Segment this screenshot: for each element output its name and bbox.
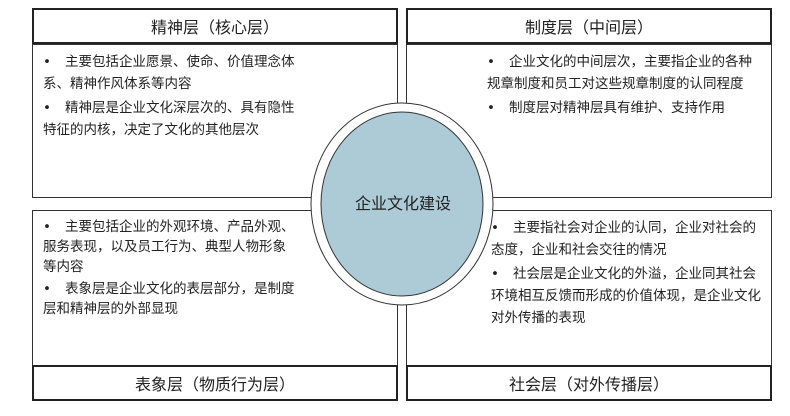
bullet: •企业文化的中间层次，主要指企业的各种规章制度和员工对这些规章制度的认同程度 xyxy=(487,54,752,92)
bullet: •精神层是企业文化深层次的、具有隐性特征的内核，决定了文化的其他层次 xyxy=(43,100,295,138)
bullet: •主要包括企业的外观环境、产品外观、服务表现，以及员工行为、典型人物形象等内容 xyxy=(43,219,295,275)
spiritual-layer-header: 精神层（核心层） xyxy=(32,8,398,44)
bullet: •制度层对精神层具有维护、支持作用 xyxy=(487,100,725,116)
surface-layer-content: •主要包括企业的外观环境、产品外观、服务表现，以及员工行为、典型人物形象等内容 … xyxy=(32,210,398,366)
center-label: 企业文化建设 xyxy=(354,194,451,213)
bullet: •表象层是企业文化的表层部分，是制度层和精神层的外部显现 xyxy=(43,281,295,317)
bullet: •主要指社会对企业的认同，企业对社会的态度，企业和社会交往的情况 xyxy=(491,220,756,258)
institutional-layer-header: 制度层（中间层） xyxy=(406,8,772,44)
surface-layer-header: 表象层（物质行为层） xyxy=(32,365,398,401)
center-ellipse xyxy=(320,111,484,297)
social-layer-header: 社会层（对外传播层） xyxy=(406,365,772,401)
bullet: •社会层是企业文化的外溢，企业同其社会环境相互反馈而形成的价值体现，是企业文化对… xyxy=(491,266,761,326)
bullet: •主要包括企业愿景、使命、价值理念体系、精神作风体系等内容 xyxy=(43,54,295,92)
